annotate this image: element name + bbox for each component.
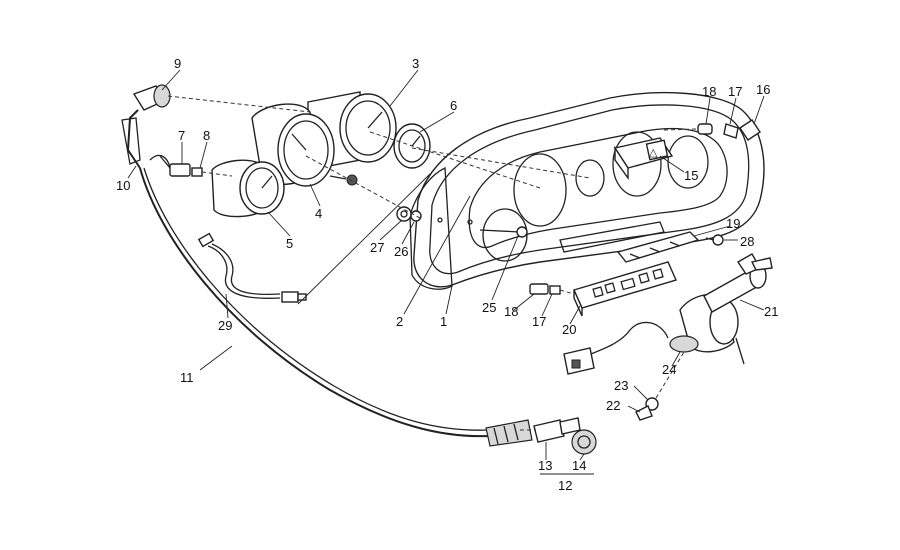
- warning-light-panel-20: [573, 261, 677, 317]
- callout-17a: 17: [728, 84, 742, 99]
- callout-8: 8: [203, 128, 210, 143]
- speedometer-cable: [121, 84, 533, 447]
- dashboard-housing: [409, 91, 765, 290]
- ignition-switch-assembly: [563, 253, 773, 375]
- gauge-small-left: [211, 159, 285, 218]
- callout-5: 5: [286, 236, 293, 251]
- callout-17b: 17: [532, 314, 546, 329]
- mount-hole: [467, 219, 473, 225]
- callout-labels: 9 3 6 7 8 10 4 5 27 26 2 1 25 29 11 18 1…: [116, 56, 778, 493]
- alignment-lines: [167, 95, 685, 431]
- callout-9: 9: [174, 56, 181, 71]
- bolt-25: [479, 226, 528, 238]
- callout-28: 28: [740, 234, 754, 249]
- callout-13: 13: [538, 458, 552, 473]
- callout-22: 22: [606, 398, 620, 413]
- callout-26: 26: [394, 244, 408, 259]
- callout-16: 16: [756, 82, 770, 97]
- callout-11: 11: [180, 370, 194, 385]
- hazard-switch-block: △: [613, 137, 674, 181]
- callout-18b: 18: [504, 304, 518, 319]
- bulb-18-17-lower: [529, 283, 561, 295]
- lens-19: [616, 231, 700, 263]
- callout-4: 4: [315, 206, 322, 221]
- callout-14: 14: [572, 458, 586, 473]
- cable-drive-13-14: [533, 417, 597, 455]
- bulb-assembly-top-right: [663, 119, 761, 141]
- callout-1: 1: [440, 314, 447, 329]
- callout-15: 15: [684, 168, 698, 183]
- callout-2: 2: [396, 314, 403, 329]
- callout-18a: 18: [702, 84, 716, 99]
- callout-24: 24: [662, 362, 676, 377]
- callout-7: 7: [178, 128, 185, 143]
- screw-28: [705, 234, 724, 246]
- callout-19: 19: [726, 216, 740, 231]
- leader-lines: [127, 69, 765, 475]
- callout-20: 20: [562, 322, 576, 337]
- callout-27: 27: [370, 240, 384, 255]
- callout-3: 3: [412, 56, 419, 71]
- sensor-wire-29: [197, 232, 307, 303]
- callout-23: 23: [614, 378, 628, 393]
- callout-21: 21: [764, 304, 778, 319]
- screw-22-23: [635, 397, 659, 421]
- callout-6: 6: [450, 98, 457, 113]
- callout-10: 10: [116, 178, 130, 193]
- warning-triangle-icon: △: [649, 147, 658, 159]
- callout-12: 12: [558, 478, 572, 493]
- bulb-holder-7-8: [149, 154, 203, 177]
- washer-26: [410, 210, 422, 222]
- callout-25: 25: [482, 300, 496, 315]
- mount-hole: [437, 217, 443, 223]
- callout-29: 29: [218, 318, 232, 333]
- nut-27: [396, 206, 412, 222]
